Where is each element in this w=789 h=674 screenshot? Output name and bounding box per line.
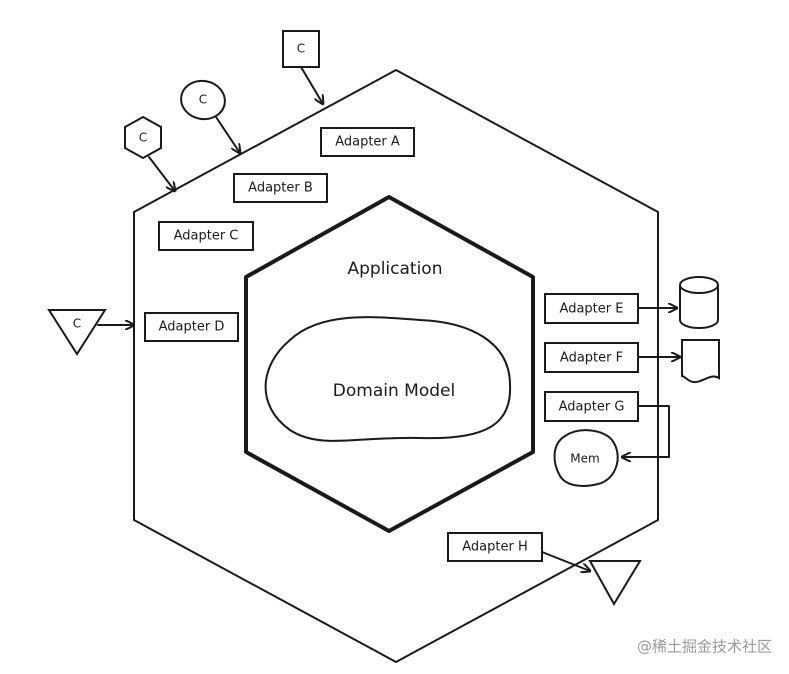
adapter-c: Adapter C bbox=[158, 221, 254, 251]
svg-text:C: C bbox=[139, 131, 147, 145]
adapter-h: Adapter H bbox=[447, 532, 543, 562]
document-icon bbox=[681, 339, 720, 384]
client-triangle: C bbox=[47, 309, 107, 356]
svg-text:C: C bbox=[297, 42, 305, 56]
adapter-d: Adapter D bbox=[144, 312, 239, 342]
adapter-f: Adapter F bbox=[544, 342, 639, 373]
client-square-arrow bbox=[300, 66, 323, 104]
adapter-b: Adapter B bbox=[233, 173, 328, 203]
svg-text:Adapter D: Adapter D bbox=[159, 320, 225, 335]
memory-arrow bbox=[621, 405, 670, 457]
outer-hexagon bbox=[133, 69, 659, 663]
svg-text:Adapter A: Adapter A bbox=[335, 135, 400, 150]
svg-text:Adapter B: Adapter B bbox=[248, 181, 313, 196]
client-ellipse: C bbox=[180, 79, 226, 121]
svg-text:Adapter E: Adapter E bbox=[560, 302, 624, 317]
svg-text:Adapter H: Adapter H bbox=[462, 540, 527, 555]
output-triangle-arrow bbox=[541, 551, 590, 571]
domain-model-label: Domain Model bbox=[333, 381, 455, 401]
database-icon bbox=[679, 276, 719, 329]
watermark: @稀土掘金技术社区 bbox=[637, 638, 772, 656]
application-hexagon bbox=[244, 195, 535, 533]
svg-text:Adapter G: Adapter G bbox=[559, 400, 625, 415]
svg-text:Adapter C: Adapter C bbox=[174, 229, 239, 244]
svg-text:Mem: Mem bbox=[570, 452, 599, 466]
domain-model-blob bbox=[264, 316, 512, 442]
svg-text:C: C bbox=[73, 317, 81, 331]
adapter-e: Adapter E bbox=[544, 293, 639, 324]
svg-text:Adapter F: Adapter F bbox=[560, 351, 623, 366]
svg-text:C: C bbox=[199, 93, 207, 107]
client-hexagon: C bbox=[124, 115, 162, 160]
client-ellipse-arrow bbox=[215, 116, 240, 153]
adapter-a: Adapter A bbox=[320, 127, 415, 157]
output-triangle-icon bbox=[588, 560, 642, 606]
client-hexagon-arrow bbox=[148, 156, 175, 191]
client-square: C bbox=[282, 30, 320, 68]
adapter-g: Adapter G bbox=[544, 391, 639, 422]
application-title: Application bbox=[348, 259, 443, 279]
memory-blob: Mem bbox=[553, 429, 619, 487]
